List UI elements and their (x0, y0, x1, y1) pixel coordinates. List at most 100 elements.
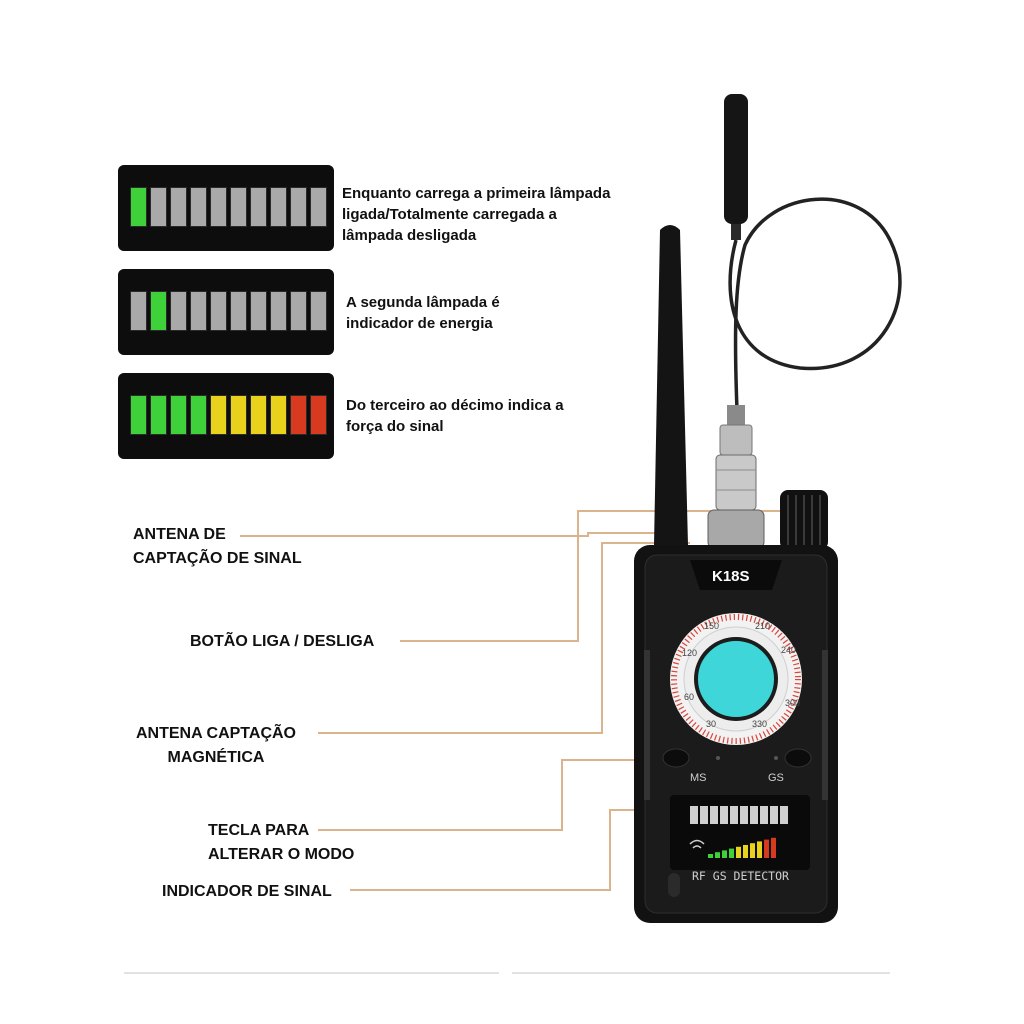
led-row (130, 187, 327, 227)
led-off (210, 291, 227, 331)
device-led (760, 806, 768, 824)
led-off (170, 187, 187, 227)
led-red (310, 395, 327, 435)
legend-line: Do terceiro ao décimo indica a (346, 397, 564, 414)
callout-line: ANTENA CAPTAÇÃO (136, 725, 296, 742)
led-green (130, 395, 147, 435)
led-yellow (270, 395, 287, 435)
led-yellow (210, 395, 227, 435)
led-off (130, 291, 147, 331)
dial-number: 30 (706, 719, 717, 729)
callout-line: ALTERAR O MODO (208, 846, 355, 863)
meter-bar (743, 845, 748, 858)
dial-number: 150 (704, 621, 720, 631)
legend-line: lâmpada desligada (342, 227, 477, 244)
callout-lines (240, 510, 806, 891)
led-off (270, 187, 287, 227)
meter-bar (722, 850, 727, 858)
device-led (710, 806, 718, 824)
callout-power-button: BOTÃO LIGA / DESLIGA (190, 633, 375, 650)
gs-label: GS (768, 772, 784, 784)
callout-line: CAPTAÇÃO DE SINAL (133, 550, 302, 567)
device-led (690, 806, 698, 824)
led-yellow (250, 395, 267, 435)
led-off (210, 187, 227, 227)
led-off (150, 187, 167, 227)
led-off (230, 187, 247, 227)
led-green (130, 187, 147, 227)
legend-text-power: A segunda lâmpada é indicador de energia (346, 292, 500, 334)
device-led (740, 806, 748, 824)
led-off (290, 291, 307, 331)
dial-number: 300 (785, 698, 801, 708)
device-led (770, 806, 778, 824)
led-green (150, 395, 167, 435)
ms-label: MS (690, 772, 707, 784)
led-off (190, 187, 207, 227)
led-green (190, 395, 207, 435)
divider (512, 972, 890, 974)
detector-label: RF GS DETECTOR (692, 869, 789, 883)
device-led (750, 806, 758, 824)
legend-line: ligada/Totalmente carregada a (342, 206, 557, 223)
led-red (290, 395, 307, 435)
device-led (730, 806, 738, 824)
led-off (230, 291, 247, 331)
dial-number: 120 (682, 648, 698, 658)
device-led (700, 806, 708, 824)
led-legend-power (118, 269, 334, 355)
led-green (170, 395, 187, 435)
led-legend-signal (118, 373, 334, 459)
dial-number: 240 (781, 645, 797, 655)
callout-line: ANTENA DE (133, 526, 226, 543)
led-off (170, 291, 187, 331)
led-off (190, 291, 207, 331)
led-off (270, 291, 287, 331)
callout-signal-indicator: INDICADOR DE SINAL (162, 883, 332, 900)
dial-number: 210 (755, 621, 771, 631)
led-off (250, 187, 267, 227)
signal-antenna (654, 225, 688, 545)
led-legend-charging (118, 165, 334, 251)
meter-bar (750, 843, 755, 858)
meter-bar (764, 839, 769, 858)
meter-bar (708, 854, 713, 858)
device-led (780, 806, 788, 824)
legend-line: indicador de energia (346, 315, 493, 332)
callout-line: TECLA PARA (208, 822, 310, 839)
device-led (720, 806, 728, 824)
meter-bar (736, 846, 741, 858)
led-row (130, 395, 327, 435)
divider (124, 972, 499, 974)
led-off (290, 187, 307, 227)
led-off (250, 291, 267, 331)
meter-bar (757, 841, 762, 858)
device-body (634, 545, 838, 923)
led-green (150, 291, 167, 331)
device-led-bars (690, 806, 788, 824)
callout-antenna-magnetic: ANTENA CAPTAÇÃO MAGNÉTICA (136, 722, 296, 770)
legend-text-signal: Do terceiro ao décimo indica a força do … (346, 395, 564, 437)
callout-antenna-signal: ANTENA DE CAPTAÇÃO DE SINAL (133, 523, 302, 571)
legend-line: força do sinal (346, 418, 444, 435)
legend-text-charging: Enquanto carrega a primeira lâmpada liga… (342, 183, 610, 246)
meter-bar (771, 837, 776, 858)
led-yellow (230, 395, 247, 435)
meter-bar (729, 848, 734, 858)
callout-mode-key: TECLA PARA ALTERAR O MODO (208, 819, 354, 867)
model-label: K18S (712, 568, 750, 585)
magnetic-antenna (707, 94, 902, 549)
device-signal-meter (708, 837, 776, 858)
dial-number: 330 (752, 719, 768, 729)
meter-bar (715, 852, 720, 858)
legend-line: Enquanto carrega a primeira lâmpada (342, 185, 611, 202)
wifi-icon (689, 839, 705, 849)
led-off (310, 187, 327, 227)
led-off (310, 291, 327, 331)
dial-number: 60 (684, 692, 695, 702)
legend-line: A segunda lâmpada é (346, 294, 500, 311)
led-row (130, 291, 327, 331)
callout-line: MAGNÉTICA (167, 749, 265, 766)
power-knob (780, 490, 828, 550)
